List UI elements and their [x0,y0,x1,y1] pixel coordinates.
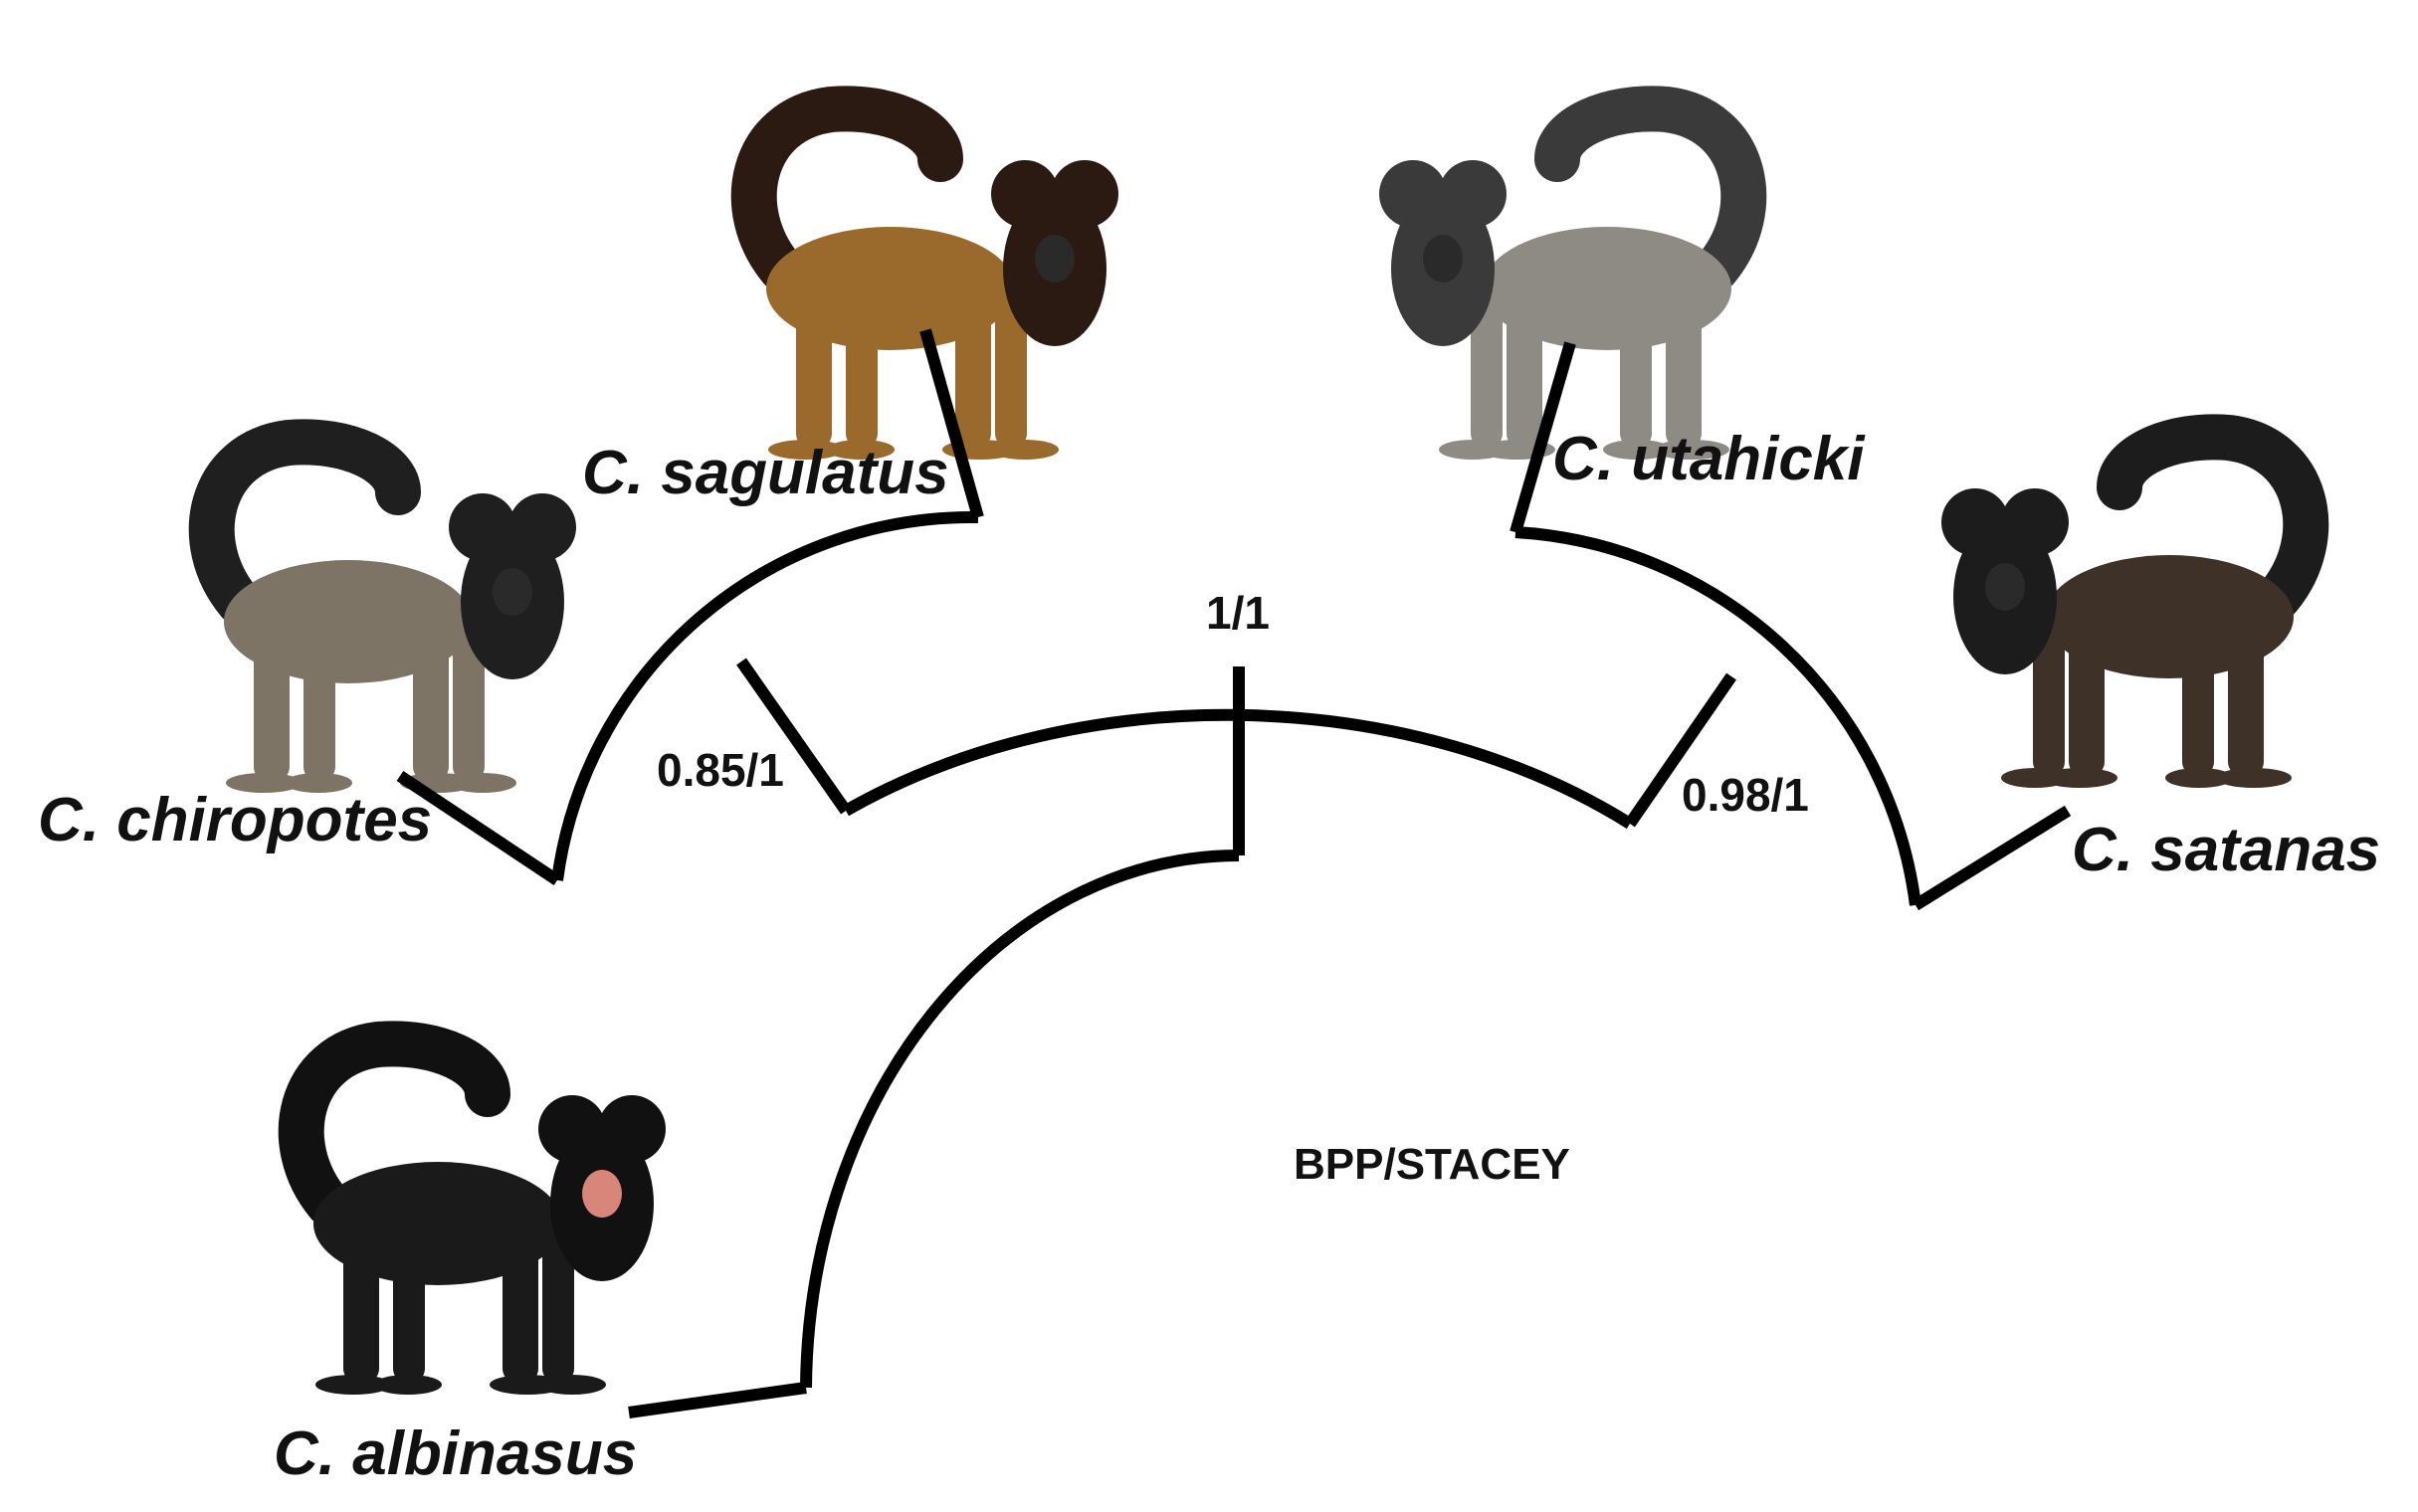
taxon-label-sagulatus: C. sagulatus [582,439,949,507]
saki-monkey-illustration [188,419,576,793]
sagulatus-illustration-icon [730,86,1118,460]
branch-albinasus-arc [800,850,1240,1389]
branch-satanas-tip [1912,805,2072,911]
chiropotes-illustration-icon [188,419,576,793]
satanas-illustration-icon [1941,414,2329,788]
support-value-root: 1/1 [1206,587,1270,639]
albinasus-illustration-icon [278,1021,666,1395]
monkey-face-icon [1985,563,2025,611]
taxon-label-utahicki: C. utahicki [1552,425,1866,493]
branch-sagulatus-tip [919,328,984,519]
branch-utahicki-tip [1510,341,1576,534]
branch-chiropotes-tip [396,771,561,885]
tree-branches [396,328,2072,1418]
right-clade-arc [1514,526,1921,906]
right-connector [1625,672,1736,828]
saki-monkey-illustration [730,86,1118,460]
left-connector [736,658,851,815]
support-value-left-clade: 0.85/1 [657,744,784,796]
taxon-label-albinasus: C. albinasus [274,1419,637,1488]
saki-monkey-illustration [1941,414,2329,788]
support-value-right-clade: 0.98/1 [1682,769,1809,821]
left-clade-arc [551,510,979,881]
method-label: BPP/STACEY [1294,1140,1570,1189]
saki-monkey-illustration [278,1021,666,1395]
utahicki-illustration-icon [1379,86,1767,460]
taxon-label-chiropotes: C. chiropotes [38,786,432,854]
root-arc [843,708,1634,830]
saki-monkey-illustration [1379,86,1767,460]
monkey-face-icon [493,568,532,616]
monkey-face-icon [1423,235,1463,283]
monkey-face-icon [1035,235,1075,283]
taxon-label-satanas: C. satanas [2072,816,2380,884]
branch-albinasus-tip [628,1382,807,1418]
monkey-face-icon [582,1170,622,1218]
